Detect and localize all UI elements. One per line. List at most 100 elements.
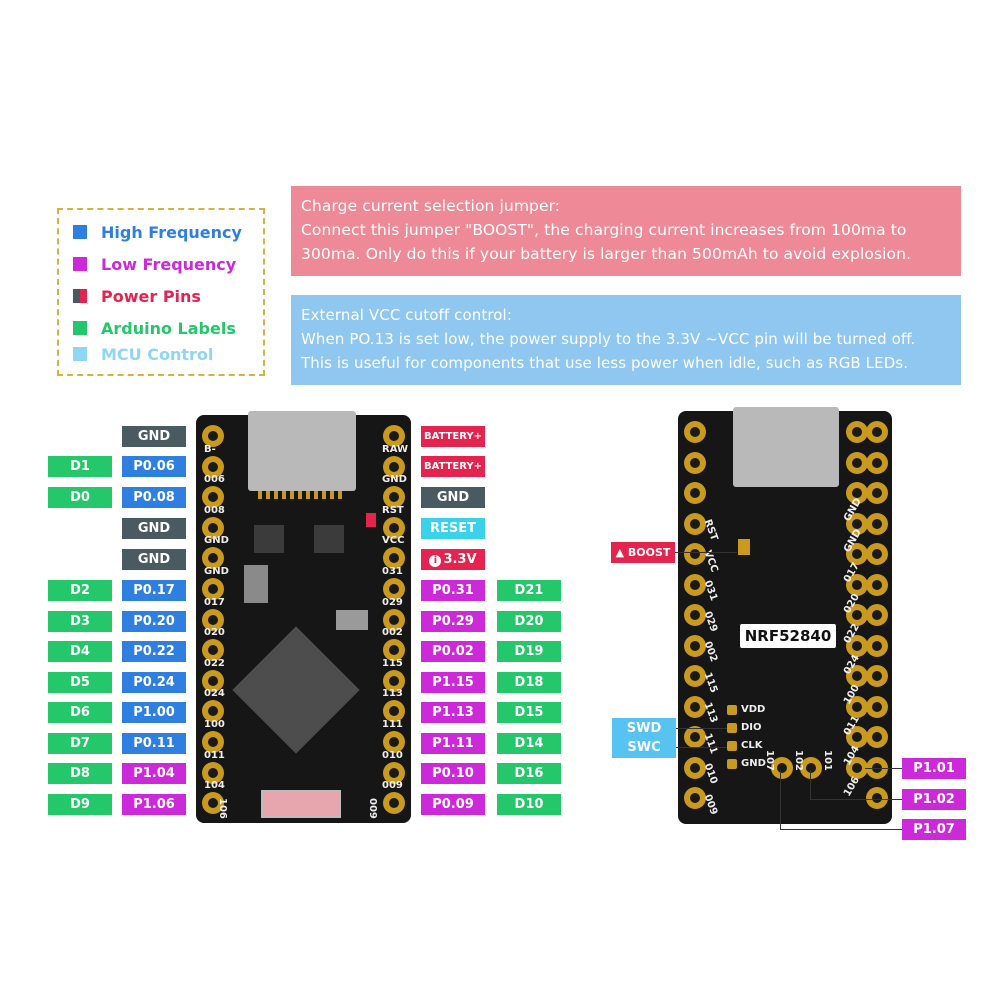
legend-item-mcu-control: MCU Control <box>73 344 213 364</box>
front-left-pin-pad <box>202 578 224 600</box>
warning-icon: i <box>429 555 442 567</box>
silk-label: GND <box>382 474 407 486</box>
legend: High Frequency Low Frequency Power Pins … <box>57 208 265 376</box>
front-left-pin-pad <box>202 608 224 631</box>
front-right-pin-pad <box>383 425 405 447</box>
back-left-pin-pad <box>684 421 706 443</box>
silk-label: 029 <box>382 596 403 608</box>
back-inner-right-pad <box>846 695 868 718</box>
back-inner-right-pad <box>846 451 868 474</box>
silk-label: 009 <box>367 798 378 819</box>
swd-label: SWD <box>612 718 676 739</box>
legend-item-high-frequency: High Frequency <box>73 222 242 242</box>
silk-label: 017 <box>204 596 225 608</box>
back-left-pin-pad <box>684 787 706 809</box>
callout-p101: P1.01 <box>902 758 966 779</box>
boost-jumper <box>738 539 750 555</box>
front-right-pin-pad <box>383 669 405 692</box>
back-left-pin-pad <box>684 512 706 535</box>
port-label: P0.02 <box>421 641 485 662</box>
legend-item-low-frequency: Low Frequency <box>73 254 236 274</box>
port-label: P0.31 <box>421 580 485 601</box>
pin-label-battery: BATTERY+ <box>421 426 485 447</box>
debug-pad <box>727 723 737 733</box>
silk-label: GND <box>741 758 766 769</box>
silk-label: 022 <box>204 657 225 669</box>
arduino-label: D0 <box>48 487 112 508</box>
port-label: P0.24 <box>122 672 186 693</box>
back-inner-right-pad <box>846 482 868 504</box>
legend-label: High Frequency <box>101 222 242 242</box>
legend-label: Power Pins <box>101 286 201 306</box>
silk-label: 031 <box>382 566 403 577</box>
front-right-pin-pad <box>383 792 405 815</box>
crystal <box>336 610 368 630</box>
vcc-cutoff-note: External VCC cutoff control: When PO.13 … <box>291 295 961 385</box>
back-inner-right-pad <box>846 665 868 687</box>
silk-label: 009 <box>382 780 403 792</box>
note-line: 300ma. Only do this if your battery is l… <box>301 245 912 263</box>
back-left-pin-pad <box>684 573 706 596</box>
back-inner-right-pad <box>846 756 868 779</box>
boost-label-text: BOOST <box>627 546 671 559</box>
port-label: P0.17 <box>122 580 186 601</box>
back-right-pin-pad <box>866 726 888 748</box>
front-right-pin-pad <box>383 761 405 784</box>
silk-label: RAW <box>382 443 409 455</box>
leader-line <box>780 770 781 830</box>
back-left-pin-pad <box>684 604 706 626</box>
silk-label: 006 <box>204 474 225 486</box>
back-left-pin-pad <box>684 451 706 474</box>
callout-p102: P1.02 <box>902 789 966 810</box>
leader-line <box>865 768 902 769</box>
front-pcb <box>196 411 411 823</box>
usb-c-connector <box>733 407 839 487</box>
callout-p107: P1.07 <box>902 819 966 840</box>
silk-label: 100 <box>204 719 225 730</box>
silk-label: 010 <box>382 749 403 761</box>
pin-label-gnd: GND <box>122 518 186 539</box>
legend-swatch-blue <box>73 225 87 239</box>
legend-swatch-light-blue <box>73 347 87 361</box>
front-right-pin-pad <box>383 639 405 662</box>
arduino-label: D1 <box>48 456 112 477</box>
back-right-pin-pad <box>866 451 888 474</box>
back-inner-right-pad <box>846 512 868 535</box>
arduino-label: D8 <box>48 763 112 784</box>
front-left-pin-pad <box>202 761 224 784</box>
back-inner-right-pad <box>846 726 868 748</box>
silk-label: GND <box>204 535 229 547</box>
port-label: P1.11 <box>421 733 485 754</box>
back-right-pin-pad <box>866 756 888 779</box>
back-left-pin-pad <box>684 695 706 718</box>
silk-label: 024 <box>204 688 225 700</box>
back-right-pin-pad <box>866 543 888 565</box>
arduino-label: D9 <box>48 794 112 815</box>
debug-pad <box>727 741 737 751</box>
arduino-label: D19 <box>497 641 561 662</box>
inductor <box>244 565 268 603</box>
note-line: Connect this jumper "BOOST", the chargin… <box>301 221 907 239</box>
pin-label-gnd: GND <box>421 487 485 508</box>
silk-label: 115 <box>382 657 403 669</box>
port-label: P0.11 <box>122 733 186 754</box>
ic-chip <box>254 525 284 553</box>
front-left-pin-pad <box>202 731 224 753</box>
note-line: External VCC cutoff control: <box>301 306 512 324</box>
pad-107 <box>771 757 793 779</box>
back-right-pin-pad <box>866 604 888 626</box>
back-left-pin-pad <box>684 543 706 565</box>
back-right-pin-pad <box>866 787 888 809</box>
silk-label: 008 <box>204 504 225 516</box>
back-right-pin-pad <box>866 512 888 535</box>
arduino-label: D10 <box>497 794 561 815</box>
arduino-label: D15 <box>497 702 561 723</box>
front-left-pin-pad <box>202 639 224 662</box>
port-label: P0.08 <box>122 487 186 508</box>
back-left-pin-pad <box>684 482 706 504</box>
note-line: Charge current selection jumper: <box>301 197 561 215</box>
arduino-label: D4 <box>48 641 112 662</box>
silk-label: 101 <box>822 750 833 771</box>
port-label: P1.04 <box>122 763 186 784</box>
